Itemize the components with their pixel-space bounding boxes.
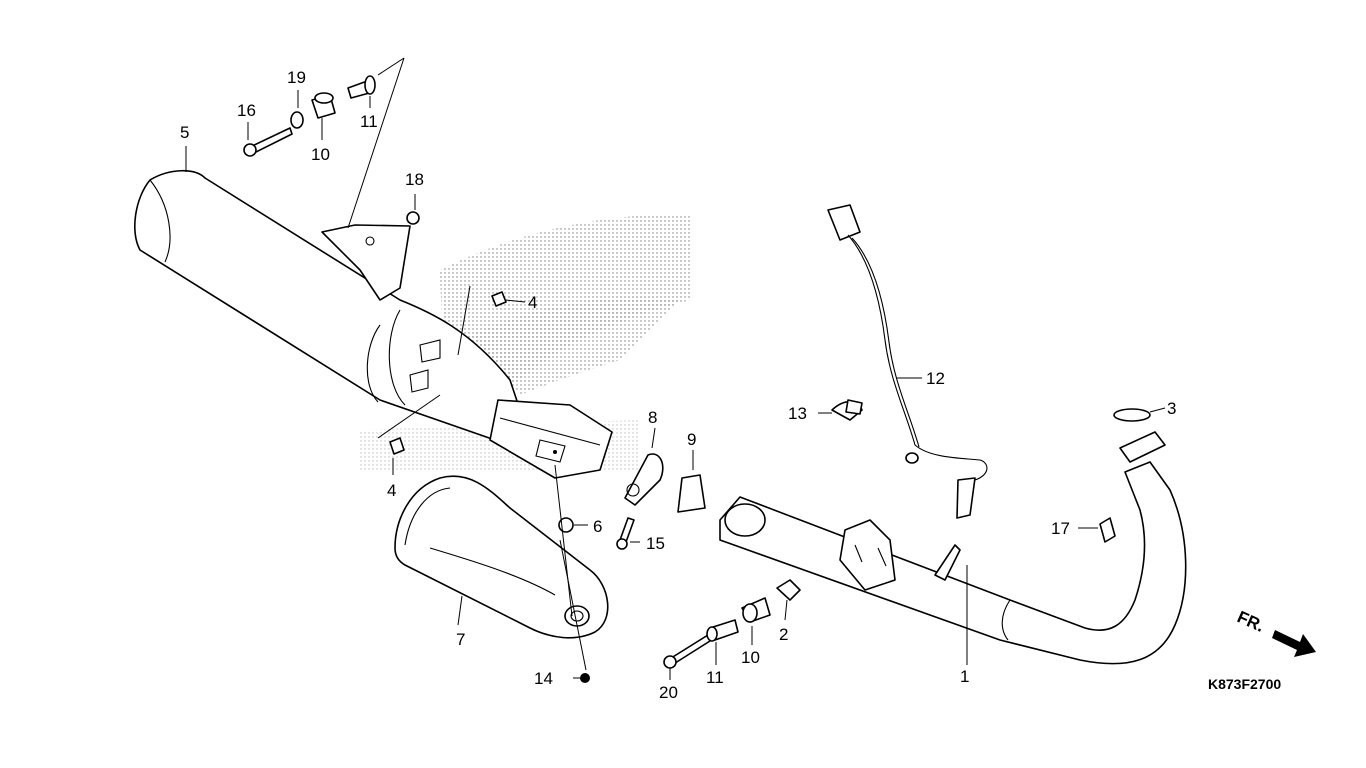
exhaust-pipe-part <box>719 431 1187 665</box>
muffler-part <box>134 169 613 479</box>
callout-14: 14 <box>534 669 553 688</box>
bolt-14 <box>580 673 590 683</box>
callout-19: 19 <box>287 68 306 87</box>
front-direction-arrow: FR. <box>1234 607 1316 657</box>
joint-clamp-part <box>624 453 664 506</box>
callout-2: 2 <box>779 625 788 644</box>
callout-8: 8 <box>648 408 657 427</box>
nut-17 <box>1099 517 1116 543</box>
callout-3: 3 <box>1167 399 1176 418</box>
nut-4-upper <box>491 291 507 307</box>
callout-labels: 1 2 3 4 4 5 6 7 8 9 10 10 11 11 12 13 14… <box>180 68 1176 702</box>
callout-10-top: 10 <box>311 145 330 164</box>
callout-18: 18 <box>405 170 424 189</box>
washer-19 <box>290 111 304 129</box>
collar-11-bottom <box>706 619 739 642</box>
o2-sensor-part <box>827 204 988 519</box>
bracket-2 <box>776 579 801 601</box>
callout-13: 13 <box>788 404 807 423</box>
direction-label: FR. <box>1234 607 1267 635</box>
bolt-20 <box>663 634 711 669</box>
bolt-15 <box>616 517 635 550</box>
callout-10-bottom: 10 <box>741 648 760 667</box>
callout-11-top: 11 <box>360 112 378 131</box>
collar-11-top <box>347 75 376 99</box>
callout-17: 17 <box>1051 519 1070 538</box>
callout-5: 5 <box>180 123 189 142</box>
leader-lines <box>185 57 1166 680</box>
callout-16: 16 <box>237 101 256 120</box>
collar-10-top <box>311 92 336 119</box>
muffler-protector-part <box>394 475 609 639</box>
callout-20: 20 <box>659 683 678 702</box>
callout-15: 15 <box>646 534 665 553</box>
callout-12: 12 <box>926 369 945 388</box>
callout-4-lower: 4 <box>387 481 396 500</box>
callout-4-upper: 4 <box>528 293 537 312</box>
callout-7: 7 <box>456 630 465 649</box>
joint-gasket-part <box>677 474 706 513</box>
bolt-16 <box>243 127 293 157</box>
callout-1: 1 <box>960 667 969 686</box>
wire-clamp-part <box>831 399 863 421</box>
nut-18 <box>406 211 420 225</box>
diagram-code: K873F2700 <box>1208 676 1281 692</box>
callout-11-bottom: 11 <box>706 668 724 687</box>
callout-6: 6 <box>593 517 602 536</box>
callout-9: 9 <box>687 430 696 449</box>
collar-10-bottom <box>741 597 771 623</box>
nut-4-lower <box>389 437 405 455</box>
gasket-part <box>1113 408 1151 422</box>
